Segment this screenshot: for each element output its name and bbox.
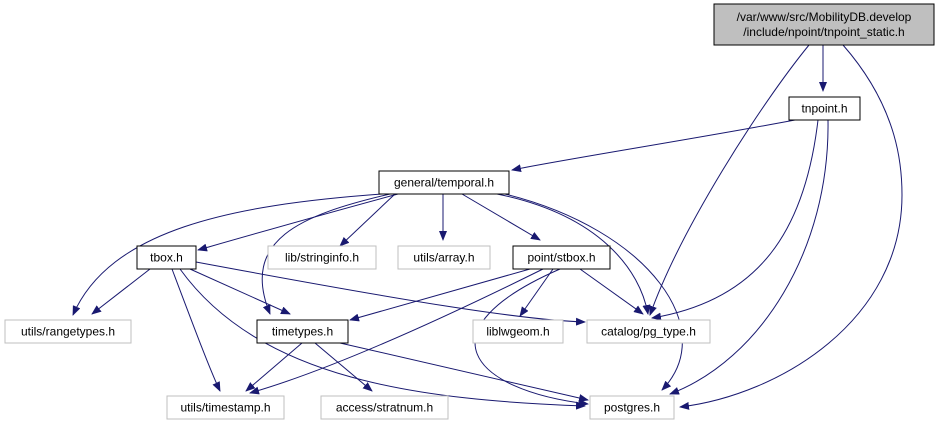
edge-tbox-to-timestamp bbox=[171, 268, 221, 392]
node-stratnum: access/stratnum.h bbox=[320, 395, 449, 420]
node-box-pg_type bbox=[586, 319, 711, 344]
edge-temporal-to-timetypes bbox=[261, 193, 391, 315]
node-label-stringinfo: lib/stringinfo.h bbox=[285, 251, 359, 265]
node-label-timetypes: timetypes.h bbox=[272, 325, 333, 339]
edge-temporal-to-rangetypes bbox=[72, 193, 383, 316]
edge-stbox-to-timestamp bbox=[249, 268, 544, 395]
edge-tnpoint-to-pg_type bbox=[651, 119, 819, 321]
edges-layer bbox=[72, 44, 903, 410]
node-box-stratnum bbox=[320, 395, 449, 420]
edge-tbox-to-pg_type bbox=[195, 261, 586, 326]
node-box-timetypes bbox=[256, 319, 349, 344]
node-box-liblwgeom bbox=[472, 319, 564, 344]
edge-timetypes-to-postgres bbox=[339, 342, 589, 402]
nodes-layer: /var/www/src/MobilityDB.develop/include/… bbox=[4, 3, 935, 420]
node-label-pg_type: catalog/pg_type.h bbox=[601, 325, 696, 339]
edge-temporal-to-tbox bbox=[197, 193, 399, 252]
edge-stbox-to-postgres bbox=[474, 268, 589, 407]
node-label-rangetypes: utils/rangetypes.h bbox=[21, 325, 115, 339]
edge-timetypes-to-stratnum bbox=[314, 342, 373, 392]
node-label-postgres: postgres.h bbox=[604, 401, 660, 415]
edge-temporal-to-postgres bbox=[504, 193, 683, 391]
edge-tbox-to-postgres bbox=[179, 268, 586, 410]
node-box-rangetypes bbox=[4, 319, 132, 344]
node-timestamp: utils/timestamp.h bbox=[166, 395, 285, 420]
edge-tbox-to-timetypes bbox=[189, 268, 291, 315]
edge-stbox-to-timetypes bbox=[349, 268, 531, 322]
edge-root-to-postgres bbox=[679, 44, 903, 410]
node-root[interactable]: /var/www/src/MobilityDB.develop/include/… bbox=[713, 3, 935, 46]
edge-stbox-to-liblwgeom bbox=[519, 268, 554, 317]
node-stbox[interactable]: point/stbox.h bbox=[512, 245, 611, 270]
node-box-postgres bbox=[589, 395, 675, 420]
node-box-temporal bbox=[378, 170, 510, 195]
node-box-stringinfo bbox=[267, 245, 377, 270]
node-temporal[interactable]: general/temporal.h bbox=[378, 170, 510, 195]
node-label-array: utils/array.h bbox=[413, 251, 474, 265]
node-array: utils/array.h bbox=[397, 245, 491, 270]
node-box-stbox bbox=[512, 245, 611, 270]
edge-root-to-pg_type bbox=[649, 44, 810, 316]
node-pg_type: catalog/pg_type.h bbox=[586, 319, 711, 344]
node-label-root-line-1: /var/www/src/MobilityDB.develop bbox=[737, 10, 912, 24]
node-label-stbox: point/stbox.h bbox=[527, 251, 595, 265]
node-liblwgeom: liblwgeom.h bbox=[472, 319, 564, 344]
node-box-tnpoint bbox=[788, 96, 861, 121]
node-label-tbox: tbox.h bbox=[150, 251, 183, 265]
node-timetypes[interactable]: timetypes.h bbox=[256, 319, 349, 344]
node-label-liblwgeom: liblwgeom.h bbox=[486, 325, 549, 339]
edge-tnpoint-to-temporal bbox=[511, 119, 796, 173]
edge-temporal-to-stringinfo bbox=[339, 193, 396, 247]
node-label-stratnum: access/stratnum.h bbox=[336, 401, 433, 415]
edge-temporal-to-stbox bbox=[461, 193, 541, 241]
node-label-tnpoint: tnpoint.h bbox=[801, 102, 847, 116]
node-rangetypes: utils/rangetypes.h bbox=[4, 319, 132, 344]
node-box-root bbox=[713, 3, 935, 46]
node-label-root-line-2: /include/npoint/tnpoint_static.h bbox=[743, 25, 904, 39]
edge-tnpoint-to-postgres bbox=[669, 119, 829, 395]
edge-tbox-to-rangetypes bbox=[91, 268, 151, 315]
edge-timetypes-to-timestamp bbox=[245, 342, 303, 392]
node-postgres: postgres.h bbox=[589, 395, 675, 420]
node-stringinfo: lib/stringinfo.h bbox=[267, 245, 377, 270]
node-box-tbox bbox=[136, 245, 197, 270]
node-label-timestamp: utils/timestamp.h bbox=[180, 401, 270, 415]
node-box-timestamp bbox=[166, 395, 285, 420]
node-label-temporal: general/temporal.h bbox=[394, 176, 494, 190]
edge-stbox-to-pg_type bbox=[579, 268, 644, 315]
node-tnpoint[interactable]: tnpoint.h bbox=[788, 96, 861, 121]
node-tbox[interactable]: tbox.h bbox=[136, 245, 197, 270]
edge-temporal-to-pg_type bbox=[496, 193, 651, 315]
node-box-array bbox=[397, 245, 491, 270]
